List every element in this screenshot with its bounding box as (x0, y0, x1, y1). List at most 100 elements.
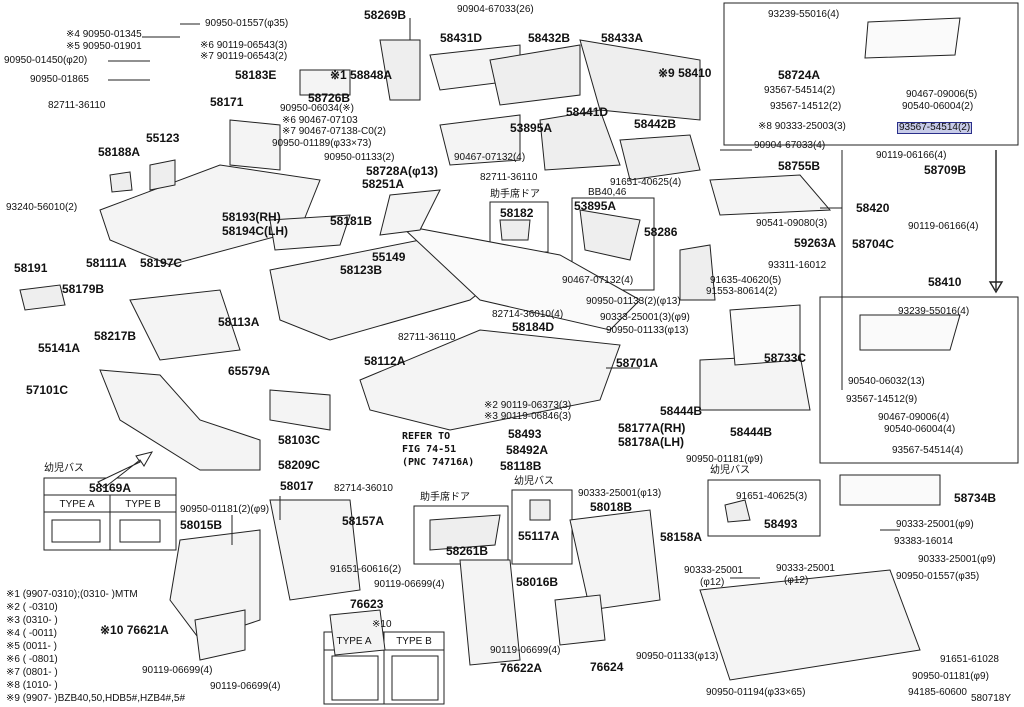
part-label[interactable]: 90333-25001 (776, 563, 835, 574)
part-label[interactable]: 90333-25001(3)(φ9) (600, 312, 690, 323)
part-label[interactable]: 57101C (26, 383, 69, 397)
part-label[interactable]: 82714-36010 (334, 483, 393, 494)
part-label[interactable]: 58492A (506, 443, 549, 457)
part-label[interactable]: 90950-01133(φ13) (636, 651, 719, 662)
part-label[interactable]: 90540-06004(2) (902, 101, 974, 112)
part-label[interactable]: 58709B (924, 163, 967, 177)
part-label[interactable]: 90540-06004(4) (884, 424, 956, 435)
part-label[interactable]: 91651-40625(4) (610, 177, 682, 188)
part-label-highlighted[interactable]: 93567-54514(2) (897, 122, 973, 134)
part-label[interactable]: 58183E (235, 68, 277, 82)
part-label[interactable]: 90467-09006(4) (878, 412, 950, 423)
part-label[interactable]: 93240-56010(2) (6, 202, 78, 213)
part-label[interactable]: 93311-16012 (768, 260, 827, 271)
part-label[interactable]: 58157A (342, 514, 385, 528)
part-label[interactable]: 90950-01181(φ9) (686, 454, 763, 465)
part-label[interactable]: 91635-40620(5) (710, 275, 782, 286)
part-label[interactable]: 90119-06699(4) (210, 681, 281, 692)
part-label[interactable]: 93567-14512(2) (770, 101, 842, 112)
part-label[interactable]: ※6 90467-07103 (282, 115, 358, 126)
part-label[interactable]: 58724A (778, 68, 821, 82)
part-label[interactable]: 90950-01865 (30, 74, 89, 85)
part-label[interactable]: 93567-54514(2) (764, 85, 836, 96)
part-label[interactable]: 90333-25001 (684, 565, 743, 576)
part-label[interactable]: 58111A (86, 256, 127, 270)
part-label[interactable]: 90333-25001(φ9) (896, 519, 974, 530)
part-label[interactable]: 90119-06699(4) (490, 645, 561, 656)
part-label[interactable]: 58177A(RH) (618, 421, 686, 435)
part-label[interactable]: 58118B (500, 459, 542, 473)
part-label[interactable]: 82714-36010(4) (492, 309, 564, 320)
part-label[interactable]: 58123B (340, 263, 383, 277)
part-label[interactable]: 58178A(LH) (618, 435, 685, 449)
part-label[interactable]: 76622A (500, 661, 543, 675)
part-label[interactable]: 58015B (180, 518, 223, 532)
part-label[interactable]: 90333-25001(φ9) (918, 554, 996, 565)
part-label[interactable]: ※3 90119-06846(3) (484, 411, 572, 422)
part-label[interactable]: 94185-60600 (908, 687, 967, 698)
part-label[interactable]: 82711-36110 (480, 172, 538, 183)
part-label[interactable]: 58158A (660, 530, 703, 544)
part-label[interactable]: 90467-07132(4) (454, 152, 526, 163)
part-label[interactable]: 55149 (372, 250, 406, 264)
part-label[interactable]: 58420 (856, 201, 890, 215)
part-label[interactable]: 90950-01133(φ13) (606, 325, 689, 336)
part-label[interactable]: 93383-16014 (894, 536, 953, 547)
part-label[interactable]: 58441D (566, 105, 609, 119)
part-label[interactable]: 58194C(LH) (222, 224, 289, 238)
part-label[interactable]: 90119-06166(4) (908, 221, 979, 232)
part-label[interactable]: 58733C (764, 351, 807, 365)
part-label[interactable]: (φ12) (700, 577, 725, 588)
part-label[interactable]: 76623 (350, 597, 384, 611)
part-label[interactable]: 58018B (590, 500, 633, 514)
part-label[interactable]: 90950-06034(※) (280, 103, 354, 114)
part-label[interactable]: ※9 58410 (658, 66, 712, 80)
part-label[interactable]: 58493 (508, 427, 542, 441)
part-label[interactable]: 93239-55016(4) (768, 9, 840, 20)
part-label[interactable]: 58410 (928, 275, 962, 289)
part-label[interactable]: 58191 (14, 261, 48, 275)
part-label[interactable]: 90950-01194(φ33×65) (706, 687, 806, 698)
part-label[interactable]: 90541-09080(3) (756, 218, 828, 229)
part-label[interactable]: 90950-01181(2)(φ9) (180, 504, 270, 515)
part-label[interactable]: 90119-06699(4) (142, 665, 213, 676)
part-label[interactable]: 58704C (852, 237, 895, 251)
part-label[interactable]: 90950-01450(φ20) (4, 55, 88, 66)
part-label[interactable]: 58431D (440, 31, 483, 45)
part-label[interactable]: (φ12) (784, 575, 809, 586)
part-label[interactable]: 58217B (94, 329, 137, 343)
part-label[interactable]: 58209C (278, 458, 321, 472)
part-label[interactable]: 90904-67033(26) (457, 4, 534, 15)
part-label[interactable]: ※8 90333-25003(3) (758, 121, 846, 132)
part-label[interactable]: 90119-06699(4) (374, 579, 445, 590)
part-label[interactable]: 58179B (62, 282, 105, 296)
part-label[interactable]: 55117A (518, 529, 560, 543)
part-label[interactable]: 90333-25001(φ13) (578, 488, 662, 499)
part-label[interactable]: 53895A (510, 121, 553, 135)
part-label[interactable]: 58444B (660, 404, 703, 418)
part-label[interactable]: 58493 (764, 517, 798, 531)
part-label[interactable]: 90950-01181(φ9) (912, 671, 989, 682)
part-label[interactable]: 90467-07132(4) (562, 275, 634, 286)
part-label[interactable]: 58728A(φ13) (366, 164, 438, 178)
part-label[interactable]: 90904-67033(4) (754, 140, 826, 151)
part-label[interactable]: 58016B (516, 575, 559, 589)
part-label[interactable]: 59263A (794, 236, 837, 250)
part-label[interactable]: 58432B (528, 31, 571, 45)
part-label[interactable]: 90467-09006(5) (906, 89, 978, 100)
part-label[interactable]: 58726B (308, 91, 351, 105)
part-label[interactable]: 65579A (228, 364, 271, 378)
part-label[interactable]: 90950-01133(2)(φ13) (586, 296, 681, 307)
part-label[interactable]: 90950-01133(2) (324, 152, 395, 163)
part-label[interactable]: 58261B (446, 544, 489, 558)
part-label[interactable]: 58444B (730, 425, 773, 439)
part-label[interactable]: 58193(RH) (222, 210, 281, 224)
part-label[interactable]: 82711-36110 (398, 332, 456, 343)
part-label[interactable]: 93567-54514(4) (892, 445, 964, 456)
part-label[interactable]: 58734B (954, 491, 997, 505)
part-label[interactable]: 90950-01557(φ35) (205, 18, 289, 29)
part-label[interactable]: ※10 76621A (100, 623, 169, 637)
part-label[interactable]: 58184D (512, 320, 555, 334)
part-label[interactable]: 58269B (364, 8, 407, 22)
part-label[interactable]: 58197C (140, 256, 183, 270)
